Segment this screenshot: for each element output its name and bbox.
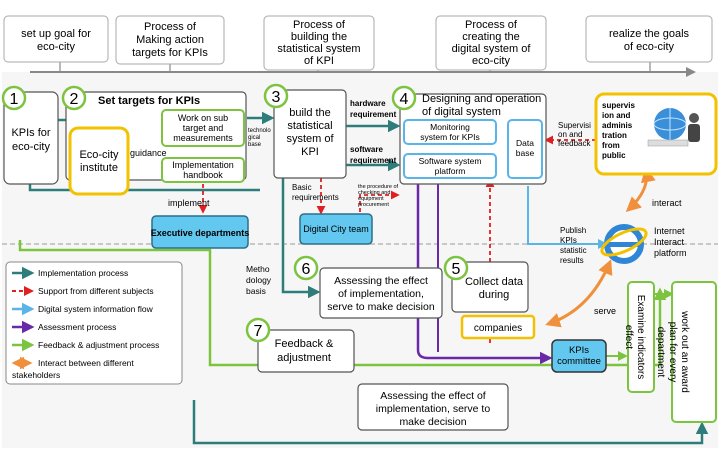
svg-text:Feedback & adjustment process: Feedback & adjustment process: [38, 340, 159, 350]
svg-text:Implementation process: Implementation process: [38, 268, 128, 278]
legend-item-feedback: Feedback & adjustment process: [12, 338, 159, 352]
interact-label: interact: [652, 198, 682, 208]
svg-text:Digital system information flo: Digital system information flow: [38, 304, 154, 314]
svg-text:Assessment process: Assessment process: [38, 322, 116, 332]
step-number-6: 6: [293, 255, 319, 281]
svg-text:Support from different subject: Support from different subjects: [38, 286, 154, 296]
legend-item-assessment: Assessment process: [12, 320, 116, 334]
svg-text:5: 5: [452, 261, 461, 278]
step-7-feedback-box: Feedback &adjustment: [257, 329, 355, 373]
svg-text:companies: companies: [474, 323, 522, 334]
svg-text:work out an awardplan for ever: work out an awardplan for everydepartmen…: [655, 310, 690, 393]
svg-text:stakeholders: stakeholders: [12, 370, 60, 380]
legend-item-interact: Interact between different stakeholders: [11, 356, 134, 380]
legend: Implementation process Support from diff…: [5, 261, 183, 385]
implement-label: implement: [168, 198, 210, 208]
svg-text:Interact between different: Interact between different: [38, 358, 134, 368]
step-number-3: 3: [263, 83, 289, 109]
svg-text:2: 2: [70, 91, 79, 108]
svg-text:3: 3: [272, 89, 281, 106]
examine-indicators-box: Examine indicatorseffect: [623, 281, 655, 393]
guidance-label: guidance: [130, 148, 167, 158]
step-number-5: 5: [443, 255, 469, 281]
internet-explorer-icon: [600, 224, 648, 264]
step-number-2: 2: [61, 85, 87, 111]
svg-text:Set targets for KPIs: Set targets for KPIs: [98, 95, 200, 107]
work-out-award-box: work out an awardplan for everydepartmen…: [655, 281, 717, 423]
legend-item-support: Support from different subjects: [12, 286, 154, 296]
svg-text:Digital City team: Digital City team: [303, 224, 369, 234]
svg-text:1: 1: [10, 91, 19, 108]
digital-city-team-box: Digital City team: [299, 213, 373, 245]
serve-label: serve: [594, 306, 616, 316]
svg-text:7: 7: [254, 323, 263, 340]
globe-people-icon: [647, 108, 700, 147]
companies-box: companies: [460, 314, 536, 340]
svg-text:4: 4: [400, 91, 409, 108]
svg-text:6: 6: [302, 261, 311, 278]
svg-text:Feedback &adjustment: Feedback &adjustment: [275, 338, 334, 364]
svg-text:Examine indicatorseffect: Examine indicatorseffect: [623, 295, 646, 379]
step-number-4: 4: [391, 85, 417, 111]
svg-text:Executive departments: Executive departments: [151, 228, 250, 238]
legend-item-implementation: Implementation process: [12, 266, 128, 280]
executive-departments-box: Executive departments: [151, 215, 250, 249]
legend-item-digital-flow: Digital system information flow: [12, 302, 154, 316]
step-number-7: 7: [245, 317, 271, 343]
step-number-1: 1: [1, 85, 27, 111]
